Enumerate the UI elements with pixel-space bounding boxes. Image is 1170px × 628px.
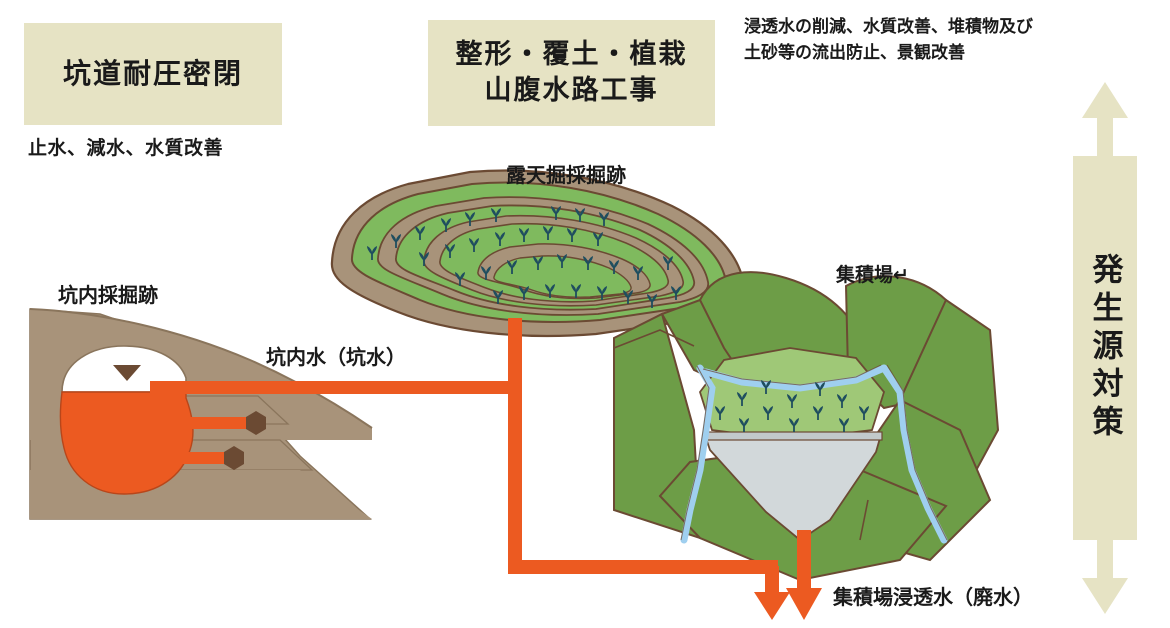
mine-seal-title: 坑道耐圧密閉 — [62, 57, 243, 89]
label-waste-dump: 集積場↵ — [836, 265, 909, 286]
tunnel-plug — [224, 446, 244, 470]
label-box-mine-seal: 坑道耐圧密閉 — [24, 23, 282, 125]
underground-mine-illustration — [29, 308, 520, 520]
source-measures-label: 発生源対策 — [1087, 253, 1123, 443]
source-measures-bar: 発生源対策 — [1073, 78, 1137, 618]
caption-reshape-effect: 浸透水の削減、水質改善、堆積物及び 土砂等の流出防止、景観改善 — [744, 17, 1033, 63]
waste-dump-illustration — [613, 271, 1000, 582]
label-box-reshape: 整形・覆土・植栽 山腹水路工事 — [428, 20, 715, 126]
label-underground-mine: 坑内採掘跡 — [58, 285, 158, 307]
source-measures-label-box: 発生源対策 — [1073, 156, 1137, 540]
reshape-title-line2: 山腹水路工事 — [484, 75, 659, 105]
open-pit-illustration — [330, 169, 746, 338]
label-open-pit: 露天掘採掘跡 — [506, 165, 626, 187]
source-measures-arrow — [1082, 82, 1128, 614]
caption-seal-effect: 止水、減水、水質改善 — [28, 138, 224, 159]
label-mine-water: 坑内水（坑水） — [266, 347, 406, 369]
label-dump-seepage: 集積場浸透水（廃水） — [833, 587, 1033, 609]
tunnel-plug — [246, 411, 266, 435]
reshape-title-line1: 整形・覆土・植栽 — [455, 39, 688, 70]
water-flow-pipes — [508, 318, 822, 620]
